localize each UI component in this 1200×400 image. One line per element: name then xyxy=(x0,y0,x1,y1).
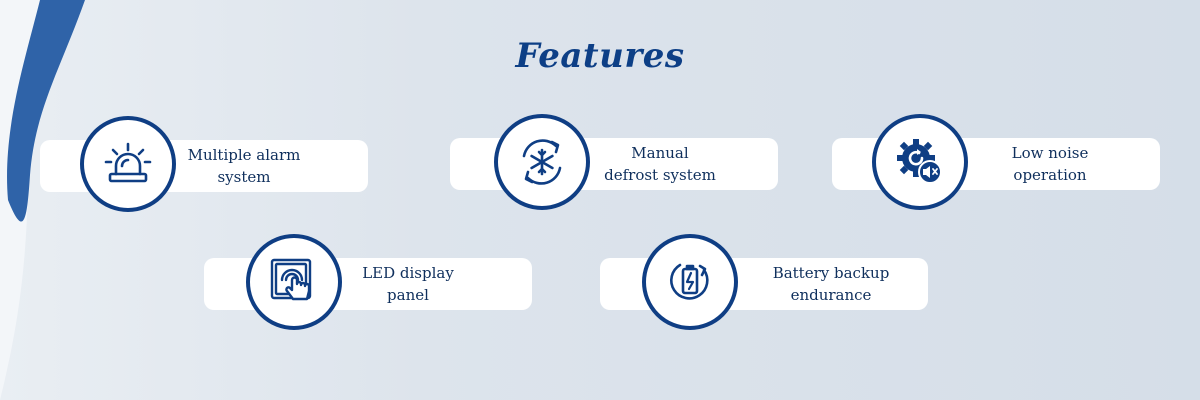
feature-label-line1: Manual xyxy=(631,144,689,162)
feature-label: Low noise operation xyxy=(980,138,1120,190)
feature-label-line1: Battery backup xyxy=(772,264,890,282)
icon-ring xyxy=(246,234,342,330)
feature-label-line2: endurance xyxy=(790,286,872,304)
feature-label-line2: system xyxy=(217,168,271,186)
feature-card-led-panel: LED display panel xyxy=(204,234,534,334)
feature-card-battery: Battery backup endurance xyxy=(600,234,930,334)
touch-panel-icon xyxy=(270,258,312,301)
feature-label: Multiple alarm system xyxy=(168,140,320,192)
feature-label: Manual defrost system xyxy=(590,138,730,190)
icon-ring xyxy=(494,114,590,210)
icon-ring xyxy=(642,234,738,330)
feature-label-line1: Low noise xyxy=(1011,144,1089,162)
page-title: Features xyxy=(515,36,685,76)
feature-card-alarm: Multiple alarm system xyxy=(40,116,370,216)
feature-card-low-noise: Low noise operation xyxy=(832,114,1162,214)
alarm-light-icon xyxy=(104,142,152,183)
feature-label-line1: LED display xyxy=(362,264,454,282)
icon-ring xyxy=(80,116,176,212)
snowflake-refresh-icon xyxy=(522,139,562,185)
gear-mute-icon xyxy=(897,139,942,184)
feature-label-line2: defrost system xyxy=(604,166,716,184)
feature-label: LED display panel xyxy=(334,258,482,310)
feature-label-line2: panel xyxy=(387,286,429,304)
feature-label-line2: operation xyxy=(1013,166,1087,184)
feature-card-defrost: Manual defrost system xyxy=(450,114,780,214)
battery-charge-icon xyxy=(670,263,709,300)
feature-label: Battery backup endurance xyxy=(756,258,906,310)
feature-label-line1: Multiple alarm xyxy=(187,146,301,164)
background-decoration xyxy=(0,0,85,400)
icon-ring xyxy=(872,114,968,210)
